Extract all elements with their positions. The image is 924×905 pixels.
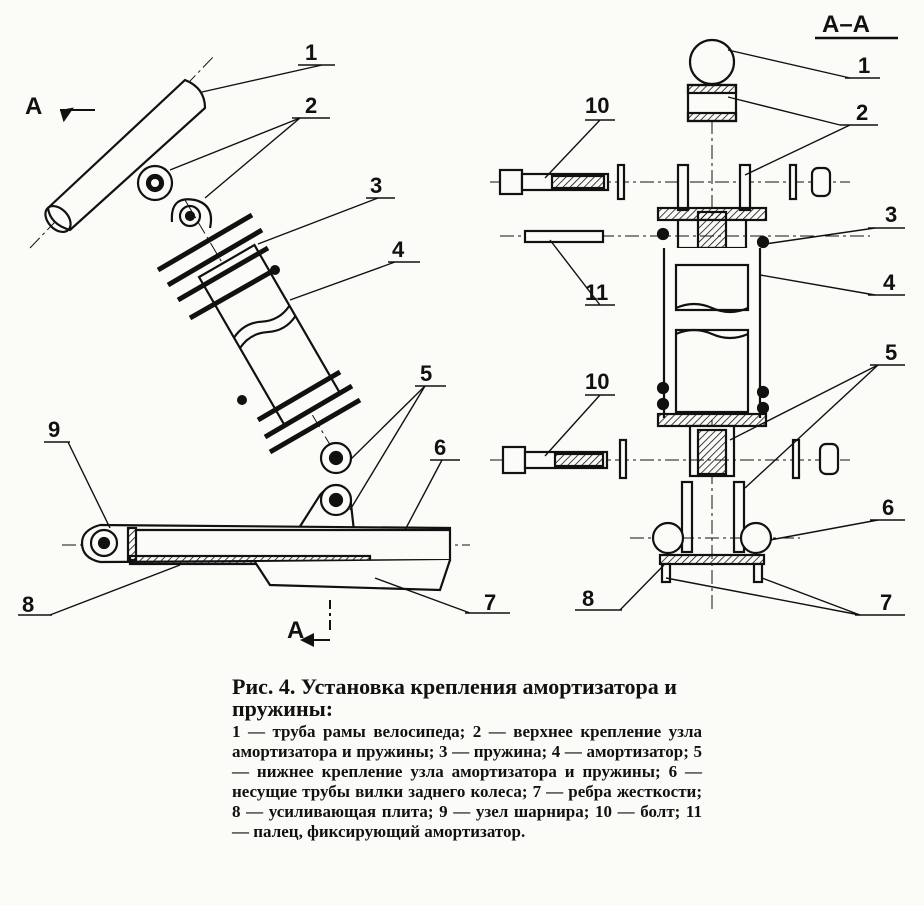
upper-mount-lug (170, 198, 213, 229)
caption-title: Рис. 4. Установка крепления амортизатора… (232, 674, 677, 721)
callout-2-right: 2 (856, 100, 868, 125)
frame-tube (29, 54, 216, 249)
upper-spring-seat (656, 206, 770, 250)
callout-8-right: 8 (582, 586, 594, 611)
callout-7-right: 7 (880, 590, 892, 615)
callout-10-upper: 10 (585, 93, 609, 118)
lower-bolt (490, 438, 850, 480)
callout-1-right: 1 (858, 53, 870, 78)
callout-5-left: 5 (420, 361, 432, 386)
callout-9-left: 9 (48, 417, 60, 442)
callout-3-right: 3 (885, 202, 897, 227)
cut-label-bottom: A (287, 617, 304, 644)
callout-7-left: 7 (484, 590, 496, 615)
upper-mount-eye (136, 164, 174, 202)
hinge-joint (80, 523, 119, 564)
callout-11: 11 (585, 280, 608, 305)
spring-coils (156, 212, 362, 455)
lower-spring-seat (656, 381, 770, 478)
leaders-right (544, 49, 905, 616)
upper-mount-block (686, 83, 738, 123)
drawing-shock-mount: A A (18, 11, 905, 647)
lower-mount-eye (319, 441, 353, 475)
callout-6-left: 6 (434, 435, 446, 460)
callout-8-left: 8 (22, 592, 34, 617)
cut-label-top: A (25, 93, 42, 120)
reinforcing-plate-section (658, 553, 766, 566)
callout-4-right: 4 (883, 270, 896, 295)
callout-2-left: 2 (305, 93, 317, 118)
section-label: A–A (822, 11, 870, 38)
callout-1-left: 1 (305, 40, 317, 65)
fixing-pin (500, 229, 870, 244)
fork-tube-left-section (651, 521, 685, 555)
figure-caption: Рис. 4. Установка крепления амортизатора… (232, 676, 702, 842)
callout-5-right: 5 (885, 340, 897, 365)
callout-10-lower: 10 (585, 369, 609, 394)
frame-tube-section (688, 38, 736, 86)
stiffening-rib (254, 559, 452, 592)
callout-4-left: 4 (392, 237, 405, 262)
callout-6-right: 6 (882, 495, 894, 520)
callout-3-left: 3 (370, 173, 382, 198)
leaders-left (18, 64, 510, 616)
upper-bolt (490, 163, 850, 201)
side-view: A A (18, 54, 510, 647)
section-view (490, 38, 905, 616)
caption-body: 1 — труба рамы велосипеда; 2 — верхнее к… (232, 722, 702, 841)
section-cut-line (60, 107, 331, 647)
shock-body-section (662, 248, 762, 418)
fork-tube-right-section (739, 521, 773, 555)
